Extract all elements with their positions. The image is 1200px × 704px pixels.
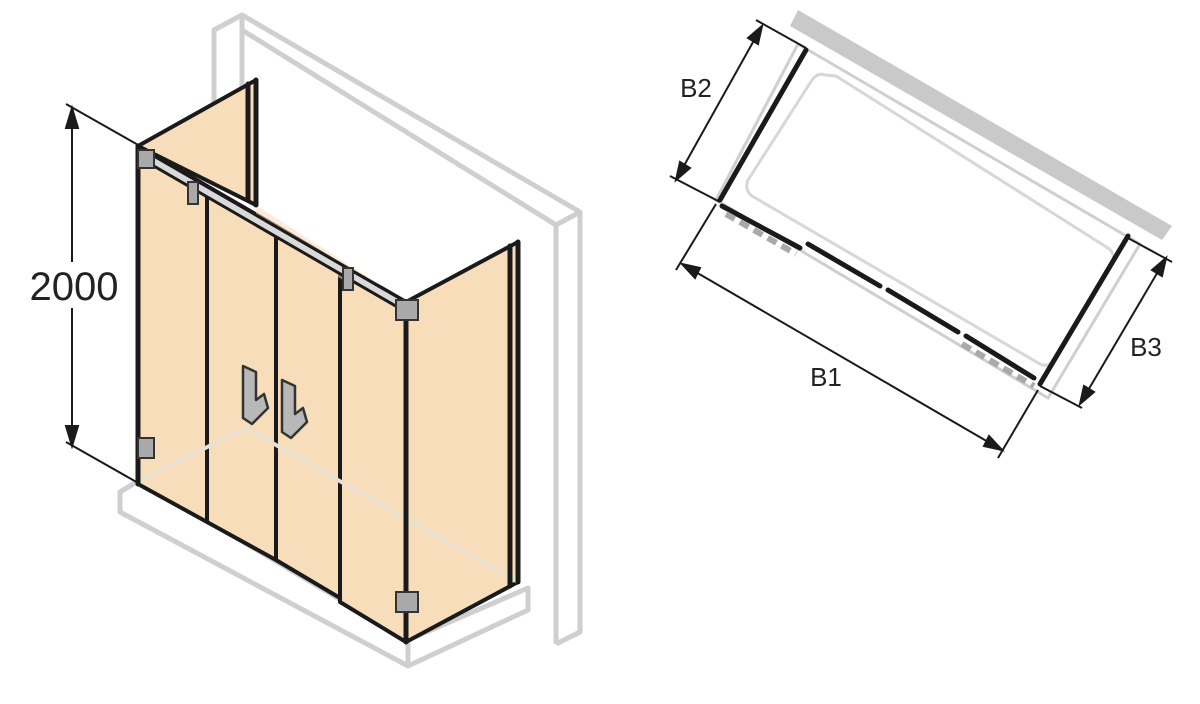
plan-front-panels bbox=[719, 203, 1037, 381]
rail-clip-left-icon bbox=[187, 181, 199, 205]
frame-profiles bbox=[135, 77, 521, 645]
right-handle-icon bbox=[280, 378, 309, 440]
plan-view: B2 B1 B3 bbox=[669, 10, 1173, 459]
plan-tray-inner bbox=[745, 72, 1115, 367]
top-right-bracket-icon bbox=[395, 299, 419, 321]
bottom-left-hinge-icon bbox=[137, 437, 155, 459]
top-left-bracket-icon bbox=[137, 149, 155, 169]
rail-clip-right-icon bbox=[342, 267, 354, 291]
b1-label: B1 bbox=[810, 362, 842, 392]
plan-wall bbox=[790, 10, 1172, 240]
glass-panels bbox=[136, 78, 520, 644]
height-label-bg bbox=[20, 262, 126, 308]
elevation-view: 2000 bbox=[20, 12, 583, 669]
plan-side-panels bbox=[717, 47, 1131, 387]
b2-label: B2 bbox=[680, 73, 712, 103]
b1-dimension bbox=[675, 203, 1039, 459]
door-handles bbox=[241, 364, 309, 440]
height-label: 2000 bbox=[30, 265, 119, 309]
b3-dimension bbox=[1039, 237, 1173, 409]
wall-outline bbox=[211, 12, 583, 647]
corner-fittings bbox=[137, 149, 419, 613]
b3-label: B3 bbox=[1130, 332, 1162, 362]
floor-lines bbox=[139, 425, 519, 584]
right-return-panel bbox=[404, 240, 520, 644]
left-door-panel bbox=[205, 184, 278, 562]
plan-tray bbox=[714, 41, 1143, 401]
plan-fixed-panel-dashes bbox=[724, 211, 1036, 389]
left-handle-icon bbox=[241, 364, 270, 426]
bottom-right-hinge-icon bbox=[395, 591, 419, 613]
b2-dimension bbox=[669, 19, 807, 203]
